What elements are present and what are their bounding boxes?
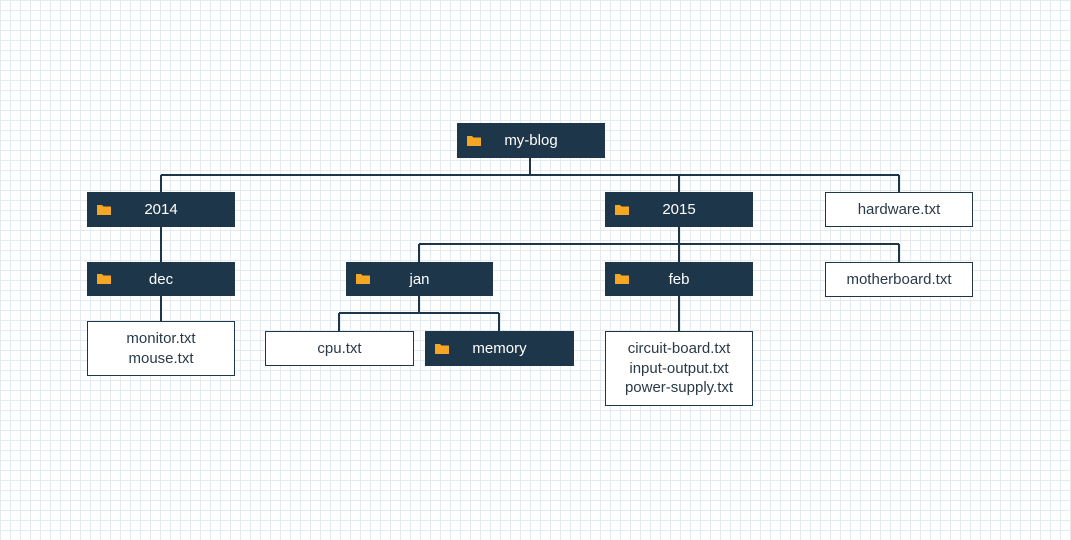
- folder-label: memory: [472, 340, 527, 357]
- folder-label: jan: [409, 270, 430, 288]
- file-name[interactable]: mouse.txt: [128, 349, 194, 367]
- file-name: cpu.txt: [317, 339, 362, 357]
- file-node-motherboard[interactable]: motherboard.txt: [825, 262, 973, 297]
- folder-node-dec[interactable]: dec: [87, 262, 235, 296]
- folder-icon: [97, 204, 111, 215]
- folder-node-2015[interactable]: 2015: [605, 192, 753, 227]
- folder-icon: [467, 135, 481, 146]
- file-node-cpu[interactable]: cpu.txt: [265, 331, 414, 366]
- folder-label: dec: [148, 270, 174, 288]
- folder-node-feb[interactable]: feb: [605, 262, 753, 296]
- folder-icon: [615, 274, 629, 284]
- folder-node-memory[interactable]: memory: [425, 331, 574, 366]
- file-name[interactable]: power-supply.txt: [624, 379, 734, 397]
- file-list-feb: circuit-board.txt input-output.txt power…: [605, 331, 753, 406]
- folder-node-2014[interactable]: 2014: [87, 192, 235, 227]
- folder-icon: [356, 274, 370, 284]
- folder-node-jan[interactable]: jan: [346, 262, 493, 296]
- folder-node-my-blog[interactable]: my-blog: [457, 123, 605, 158]
- folder-icon: [97, 274, 111, 284]
- folder-label: 2014: [144, 201, 178, 218]
- file-node-hardware[interactable]: hardware.txt: [825, 192, 973, 227]
- folder-label: my-blog: [504, 132, 558, 149]
- file-name[interactable]: monitor.txt: [126, 330, 196, 347]
- folder-label: 2015: [662, 201, 696, 218]
- folder-label: feb: [668, 270, 690, 288]
- connector-2015: [418, 227, 900, 262]
- file-name: hardware.txt: [857, 200, 941, 218]
- folder-icon: [435, 343, 449, 354]
- folder-icon: [615, 204, 629, 215]
- connector-root: [160, 158, 900, 192]
- file-name[interactable]: circuit-board.txt: [627, 340, 731, 358]
- connector-jan: [338, 296, 500, 331]
- file-name[interactable]: input-output.txt: [629, 359, 729, 377]
- file-name: motherboard.txt: [846, 270, 952, 288]
- file-list-dec: monitor.txt mouse.txt: [87, 321, 235, 376]
